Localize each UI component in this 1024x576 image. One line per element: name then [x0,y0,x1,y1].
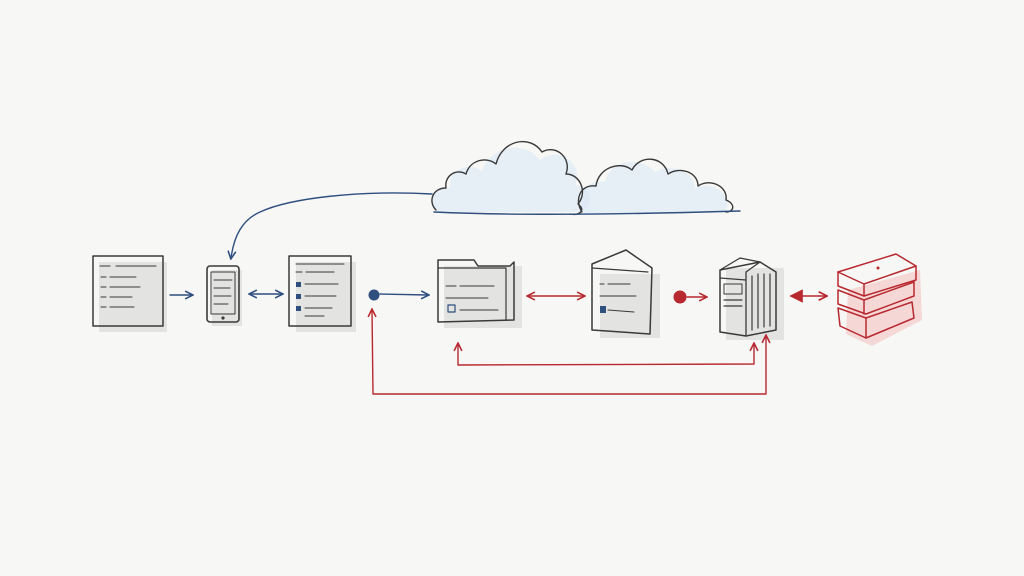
connector-cloud-to-mobile [231,192,433,258]
connector-loop-form-to-server [372,310,766,395]
connector-dot-red [673,290,687,304]
form-document-icon [288,255,356,332]
server-icon [719,257,784,340]
database-stack-icon [837,253,922,346]
connector-dot-blue [368,289,380,301]
connector-loop-folder-to-server [458,344,754,366]
open-file-icon [591,249,660,338]
connector-form-to-folder [379,294,428,295]
mobile-phone-icon [206,265,242,326]
document-icon [92,255,167,332]
folder-icon [437,259,522,328]
cloud-icon [431,140,741,216]
